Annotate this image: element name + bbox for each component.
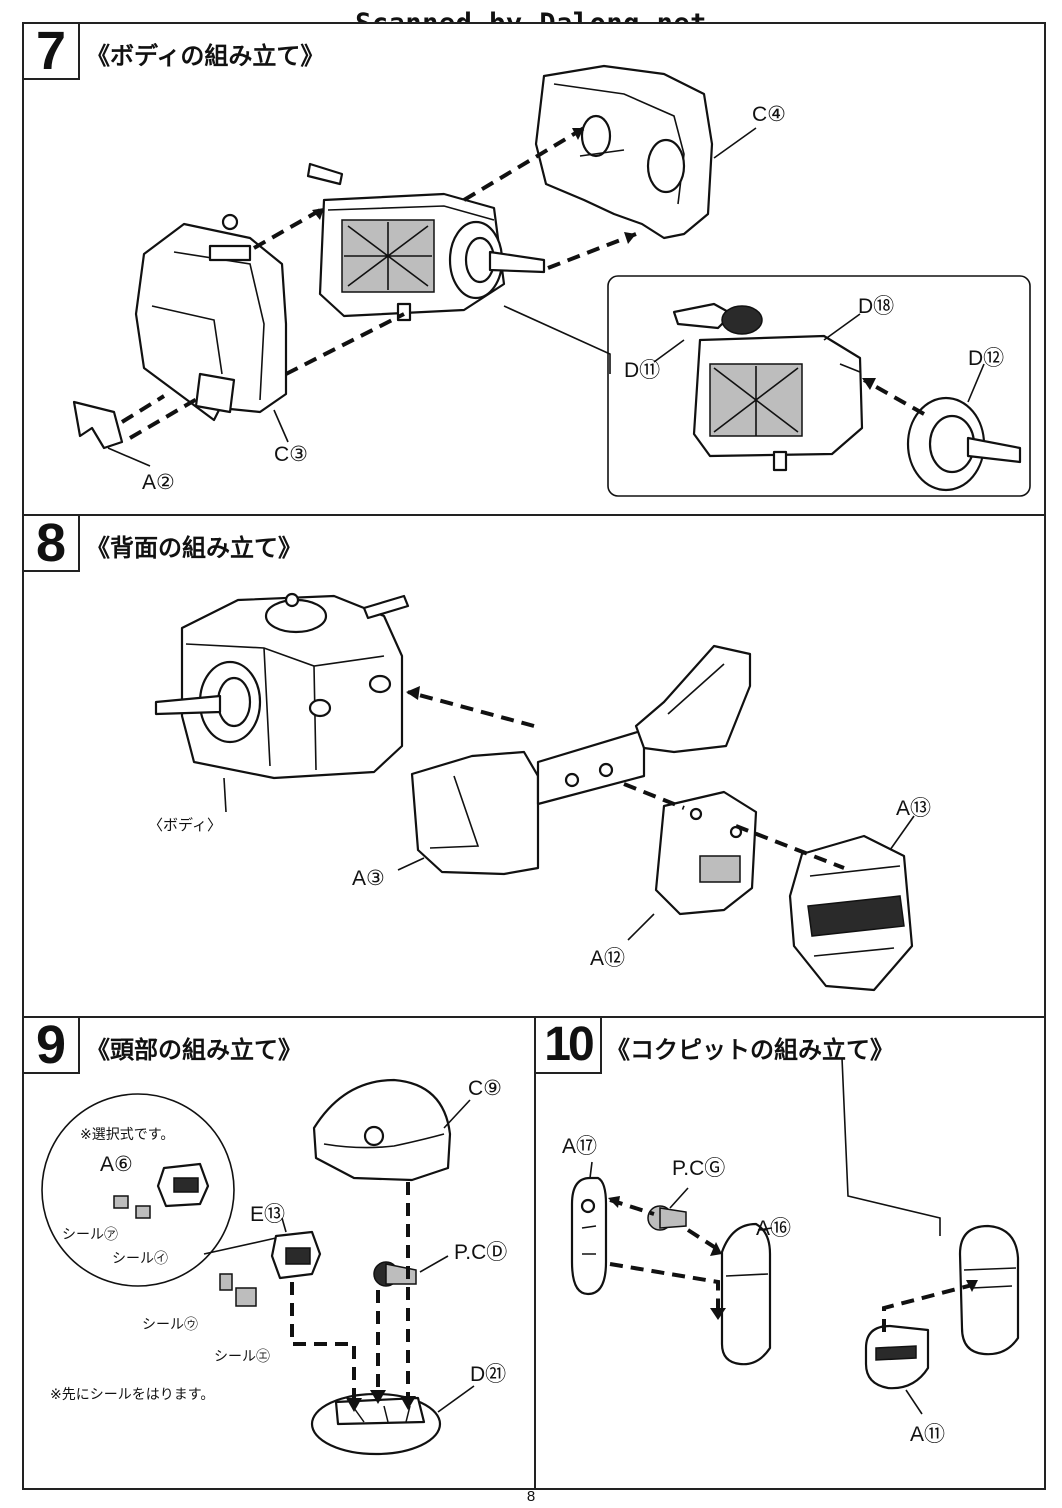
selection-circle [41,1093,235,1287]
step-10-panel: 10 《コクピットの組み立て》 [534,1016,1046,1490]
label-seal-e: シール㋓ [214,1349,270,1365]
part-body-frame [306,162,546,322]
label-a2: A② [142,471,175,494]
step-8-assembly-arrows [406,686,845,870]
label-pcd: P.CⒹ [454,1241,508,1264]
label-seal-a: シール㋐ [62,1227,118,1243]
leader-a17 [589,1161,593,1179]
step-9-title: 《頭部の組み立て》 [86,1036,302,1064]
label-a17: A⑰ [562,1135,598,1158]
step-7-title: 《ボディの組み立て》 [86,42,325,70]
leader-d21 [437,1385,475,1413]
leader-c3 [273,409,289,443]
sticker-u [219,1273,233,1291]
step-8-number: 8 [24,516,80,572]
part-c4-shell [534,64,714,240]
label-d12: D⑫ [968,347,1005,370]
leader-c9 [443,1099,471,1129]
label-d11: D⑪ [624,359,661,382]
label-d21: D㉑ [470,1363,507,1386]
leader-body [223,777,227,813]
step-9-illustration [41,1078,475,1456]
label-a11: A⑪ [910,1423,946,1446]
label-c4: C④ [752,103,786,126]
step-9-panel: 9 《頭部の組み立て》 [22,1016,536,1490]
leader-a16 [757,1227,773,1231]
leader-d18 [823,313,861,341]
label-a3: A③ [352,867,385,890]
note-sticker-first: ※先にシールをはります。 [50,1387,215,1403]
leader-d11 [653,339,685,363]
leader-a11 [905,1389,923,1415]
part-c9-head [312,1078,452,1182]
step-10-title: 《コクピットの組み立て》 [606,1036,894,1064]
label-body: 〈ボディ〉 [148,816,222,834]
page-number: 8 [526,1488,536,1505]
part-d21-base [310,1392,442,1456]
step-9-assembly-arrows [290,1182,416,1412]
label-e13: E⑬ [250,1203,286,1226]
part-a3-wings [410,644,752,876]
part-a16-body [720,1222,772,1366]
label-a13: A⑬ [896,797,932,820]
leader-d12 [967,363,985,403]
step-7-detail-callout [503,275,1031,497]
step-10-illustration [570,1057,1020,1415]
part-a13-cover [788,834,914,992]
leader-a2 [107,447,151,467]
step-8-title: 《背面の組み立て》 [86,534,302,562]
step-8-panel: 8 《背面の組み立て》 [22,514,1046,1018]
sticker-a [113,1195,129,1209]
sticker-e [235,1287,257,1307]
leader-e13 [281,1217,287,1233]
label-a16: A⑯ [756,1217,792,1240]
part-cockpit-assembled [958,1224,1020,1356]
step-7-panel: 7 《ボディの組み立て》 [22,22,1046,516]
part-a11-seat [864,1324,930,1390]
label-a12: A⑫ [590,947,626,970]
part-body-assembled [154,592,410,780]
leader-a13 [889,815,915,851]
divider-burst [841,1057,941,1236]
leader-pcg [669,1187,689,1209]
label-d18: D⑱ [858,295,895,318]
label-a6: A⑥ [100,1153,133,1176]
part-pcg-joint [647,1205,687,1231]
label-c9: C⑨ [468,1077,502,1100]
step-9-number: 9 [24,1018,80,1074]
part-a12-plate [654,790,758,916]
label-pcg: P.CⒼ [672,1157,726,1180]
note-selection: ※選択式です。 [80,1127,175,1143]
step-7-illustration [72,64,1031,497]
part-c3-shell [134,213,288,422]
label-seal-i: シール㋑ [112,1251,168,1267]
part-a2-clip [72,400,124,450]
leader-pcd [419,1255,449,1273]
step-7-number: 7 [24,24,80,80]
leader-c4 [713,127,757,159]
label-c3: C③ [274,443,308,466]
part-e13-visor [270,1230,322,1280]
part-a6-visor [156,1162,210,1208]
part-a17-frame [570,1176,608,1296]
step-7-assembly-arrows [120,126,637,440]
leader-a3 [397,857,425,871]
step-10-number: 10 [536,1018,602,1074]
leader-a12 [627,913,655,941]
step-10-assembly-arrows [608,1196,726,1320]
sticker-i [135,1205,151,1219]
label-seal-u: シール㋒ [142,1317,198,1333]
step-8-illustration [154,592,915,992]
step-10-final-arrow [882,1282,977,1332]
